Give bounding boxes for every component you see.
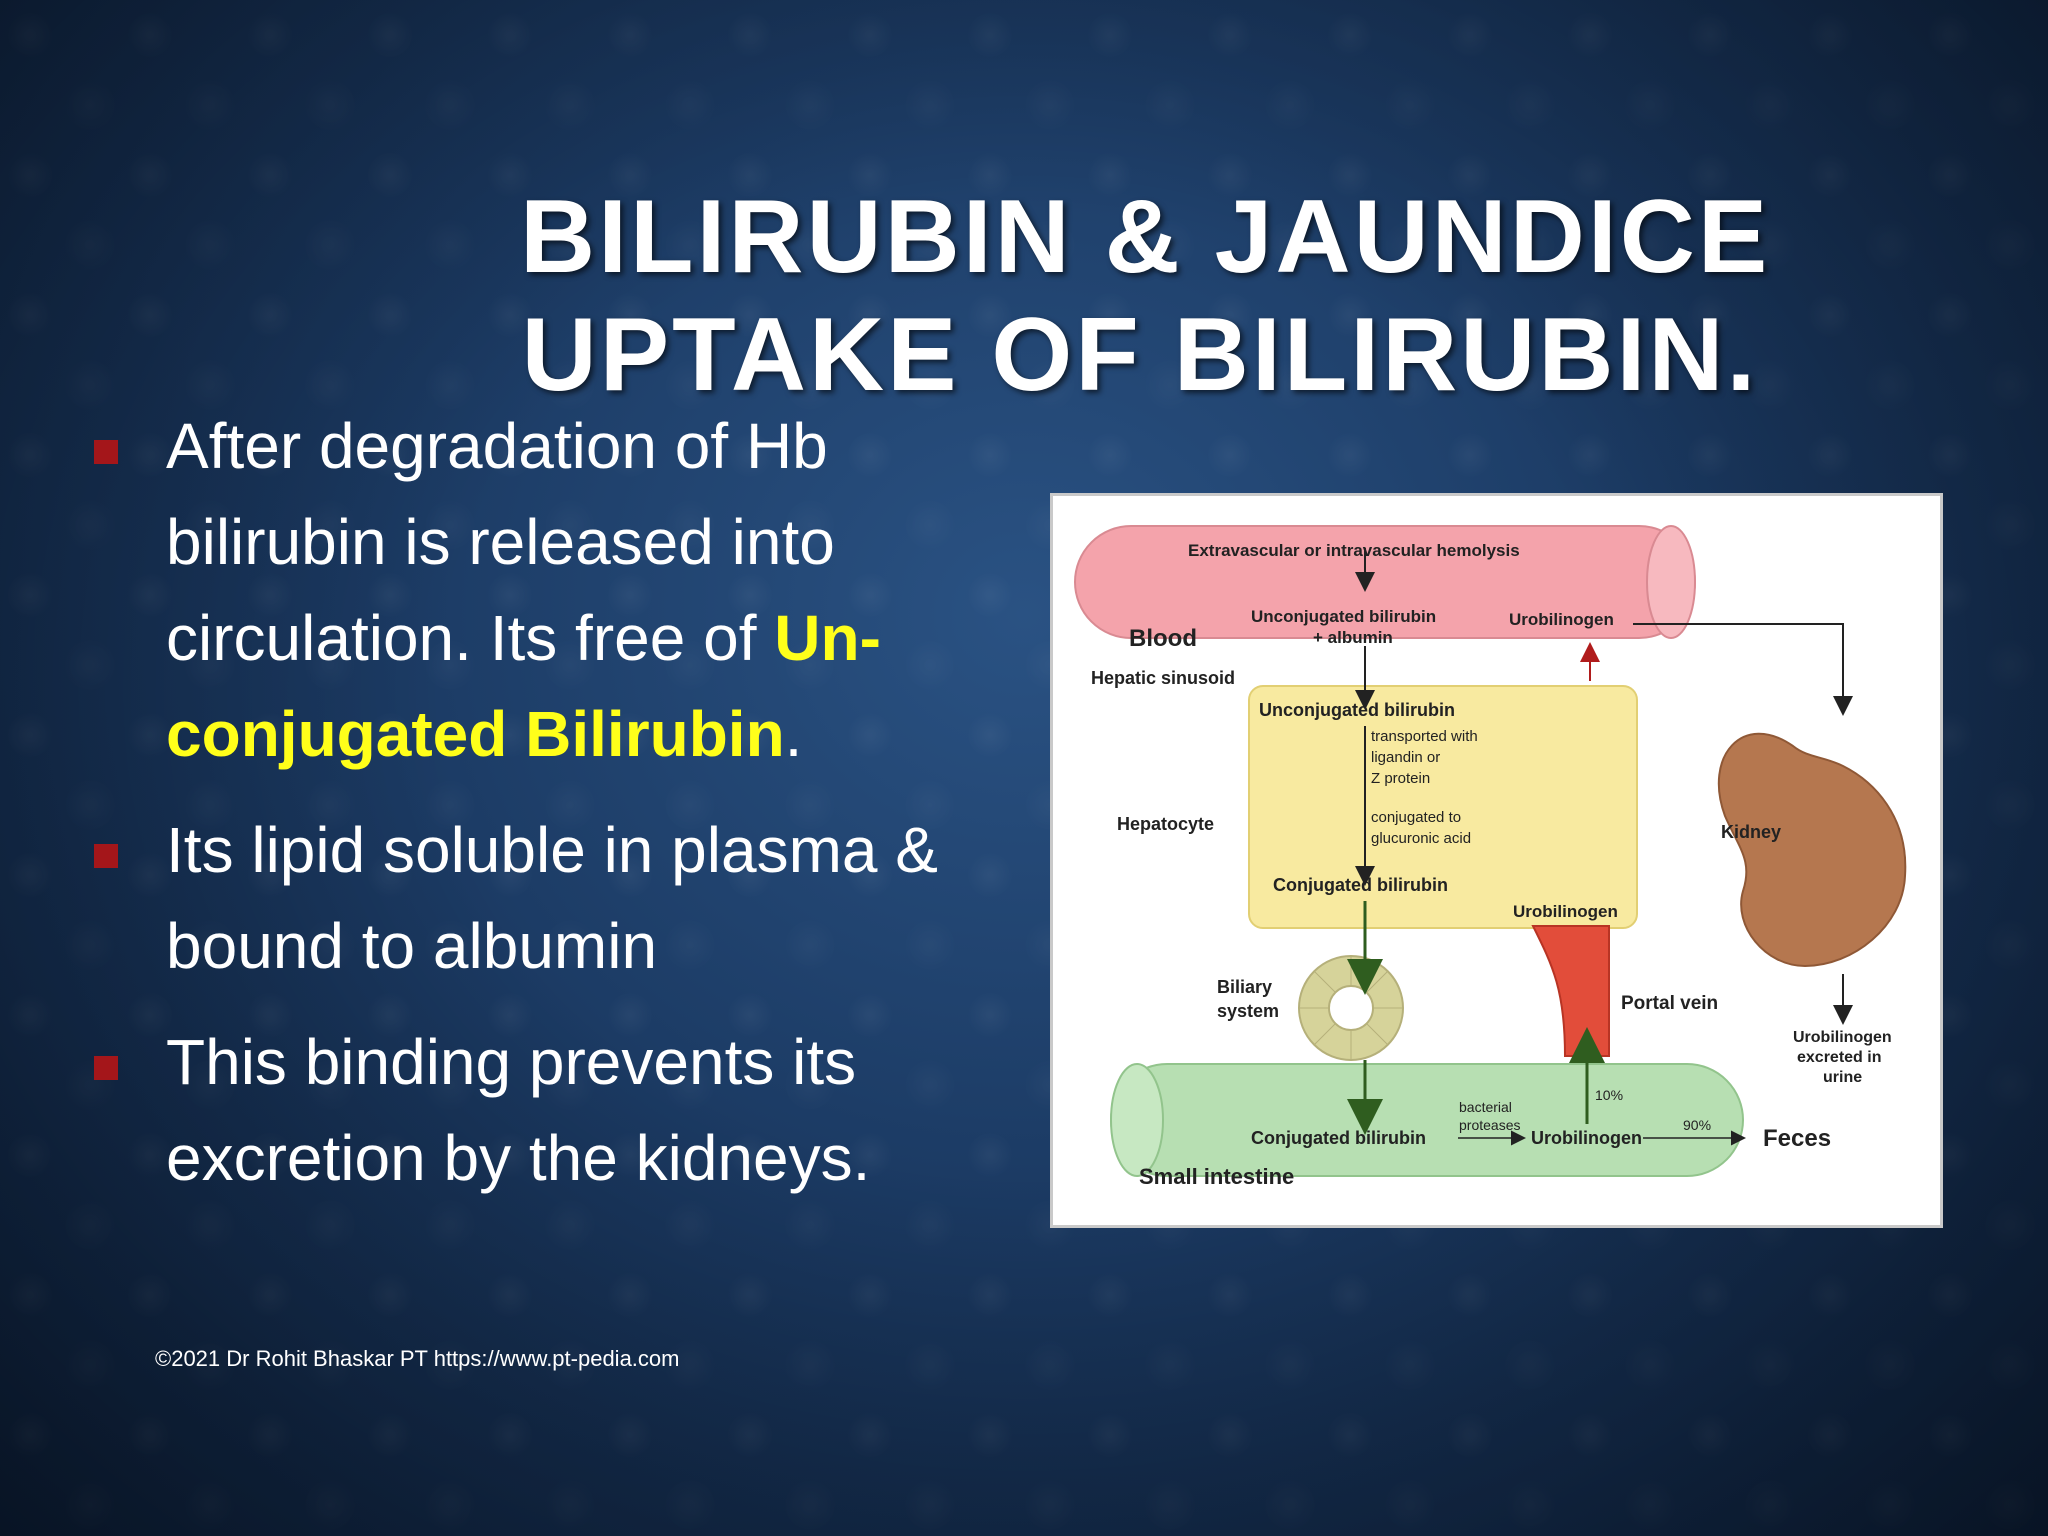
label-urobilinogen-blood: Urobilinogen	[1509, 610, 1614, 629]
label-hepatocyte: Hepatocyte	[1117, 814, 1214, 834]
label-conjugated-to-2: glucuronic acid	[1371, 830, 1471, 847]
title-line-1: BILIRUBIN & JAUNDICE	[520, 179, 1771, 295]
label-hemolysis: Extravascular or intravascular hemolysis	[1188, 541, 1520, 560]
biliary-ring	[1298, 955, 1404, 1061]
label-unconj-albumin-2: + albumin	[1313, 628, 1393, 647]
label-conj-intestine: Conjugated bilirubin	[1251, 1128, 1426, 1148]
label-transported-3: Z protein	[1371, 770, 1430, 787]
hepatocyte-box	[1248, 685, 1638, 929]
bullet-list: After degradation of Hb bilirubin is rel…	[90, 398, 990, 1226]
label-small-intestine: Small intestine	[1139, 1164, 1294, 1189]
arrow-to-kidney	[1633, 623, 1853, 716]
label-feces: Feces	[1763, 1125, 1831, 1152]
label-blood: Blood	[1129, 625, 1197, 652]
bullet-item-1: After degradation of Hb bilirubin is rel…	[90, 398, 990, 782]
label-portal-vein: Portal vein	[1621, 993, 1718, 1014]
bullet-square-icon	[94, 1056, 118, 1080]
bullet-1-text-after: .	[784, 698, 803, 770]
label-urobilinogen-liver: Urobilinogen	[1513, 902, 1618, 921]
label-biliary-2: system	[1217, 1001, 1279, 1021]
bullet-square-icon	[94, 844, 118, 868]
label-uro-excreted-1: Urobilinogen	[1793, 1029, 1892, 1046]
bullet-1-highlight: Un-conjugated Bilirubin	[166, 602, 881, 770]
bilirubin-metabolism-diagram: Extravascular or intravascular hemolysis…	[1050, 493, 1943, 1228]
bullet-item-2: Its lipid soluble in plasma & bound to a…	[90, 802, 990, 994]
bullet-3-text: This binding prevents its excretion by t…	[166, 1026, 871, 1194]
copyright-footer: ©2021 Dr Rohit Bhaskar PT https://www.pt…	[155, 1346, 680, 1371]
slide-title: BILIRUBIN & JAUNDICE UPTAKE OF BILIRUBIN…	[520, 178, 1771, 414]
blood-vessel	[1074, 525, 1696, 639]
label-uro-excreted-3: urine	[1823, 1069, 1862, 1086]
label-conjugated-to-1: conjugated to	[1371, 809, 1461, 826]
label-unconj-hepatocyte: Unconjugated bilirubin	[1259, 700, 1455, 720]
portal-vein-shape	[1531, 925, 1610, 1057]
label-hepatic-sinusoid: Hepatic sinusoid	[1091, 668, 1235, 688]
label-biliary-1: Biliary	[1217, 977, 1272, 997]
label-uro-intestine: Urobilinogen	[1531, 1128, 1642, 1148]
label-pct-90: 90%	[1683, 1117, 1711, 1133]
label-uro-excreted-2: excreted in	[1797, 1049, 1881, 1066]
label-conjugated-hepatocyte: Conjugated bilirubin	[1273, 875, 1448, 895]
bullet-2-text: Its lipid soluble in plasma & bound to a…	[166, 814, 938, 982]
bullet-1-text: After degradation of Hb bilirubin is rel…	[166, 410, 835, 674]
bullet-square-icon	[94, 440, 118, 464]
label-bacterial-1: bacterial	[1459, 1099, 1512, 1115]
label-kidney: Kidney	[1721, 822, 1781, 842]
bullet-item-3: This binding prevents its excretion by t…	[90, 1014, 990, 1206]
label-bacterial-2: proteases	[1459, 1117, 1520, 1133]
kidney-shape	[1717, 732, 1907, 968]
small-intestine-tube	[1110, 1063, 1744, 1177]
label-pct-10: 10%	[1595, 1087, 1623, 1103]
label-transported-1: transported with	[1371, 728, 1478, 745]
label-transported-2: ligandin or	[1371, 749, 1440, 766]
diagram-svg: Extravascular or intravascular hemolysis…	[1074, 525, 1907, 1189]
title-line-2: UPTAKE OF BILIRUBIN.	[521, 297, 1759, 413]
label-unconj-albumin-1: Unconjugated bilirubin	[1251, 607, 1436, 626]
